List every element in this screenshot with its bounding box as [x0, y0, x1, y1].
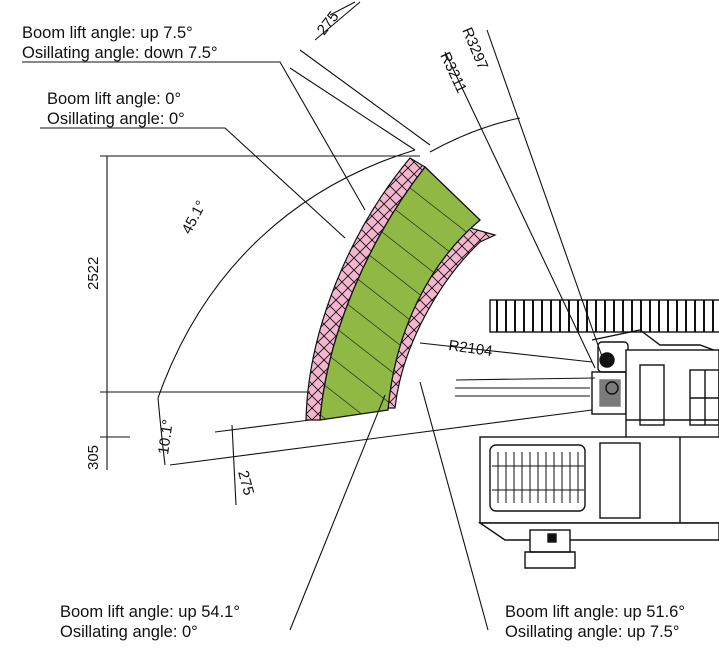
leader-top-a — [22, 61, 366, 211]
dim-275-bottom — [231, 424, 237, 506]
frame-inner-left — [639, 364, 665, 426]
dim-275-top-b — [299, 49, 431, 146]
leader-bottom-right — [419, 381, 489, 631]
dim-label-2522: 2522 — [85, 257, 102, 290]
boom-arm — [591, 329, 719, 353]
dim-label-r3211: R3211 — [436, 50, 470, 96]
swing-arc — [157, 149, 416, 399]
label-top-a-line1: Boom lift angle: up 7.5° — [22, 24, 193, 42]
annotation-labels: Boom lift angle: up 7.5° Osillating angl… — [22, 24, 685, 641]
dim-label-45-1: 45.1° — [179, 198, 211, 237]
label-bottom-right-line2: Osillating angle: up 7.5° — [505, 623, 679, 641]
low-arc — [157, 397, 166, 466]
track-shoes — [496, 300, 714, 332]
dimension-lines — [22, 1, 606, 631]
radial-r3297 — [486, 29, 606, 366]
dim-label-275-bottom: 275 — [234, 469, 257, 498]
leader-top-b — [40, 127, 346, 239]
leader-bottom-left — [289, 394, 386, 631]
dim-275-top-a — [289, 67, 416, 151]
working-range — [305, 157, 497, 421]
upper-frame — [625, 349, 719, 451]
label-bottom-right-line1: Boom lift angle: up 51.6° — [505, 603, 685, 621]
dim-label-r2104: R2104 — [447, 337, 493, 360]
radial-r3211 — [444, 51, 596, 369]
radial-r2104 — [419, 342, 593, 363]
label-top-b-line2: Osillating angle: 0° — [47, 110, 185, 128]
dim-label-305: 305 — [85, 445, 102, 470]
low-ray — [169, 409, 593, 466]
label-top-b-line1: Boom lift angle: 0° — [47, 90, 181, 108]
centerline — [455, 377, 596, 381]
counterweight — [524, 551, 576, 569]
engine-side-panel — [599, 442, 641, 519]
label-bottom-left-line2: Osillating angle: 0° — [60, 623, 198, 641]
dim-label-r3297: R3297 — [458, 25, 491, 72]
dim-label-10-1: 10.1° — [155, 418, 177, 455]
label-top-a-line2: Osillating angle: down 7.5° — [22, 44, 218, 62]
crane-machine — [477, 299, 719, 569]
dim-label-275-top: 275 — [314, 8, 343, 38]
radiator — [489, 444, 586, 512]
pivot-pin — [599, 352, 615, 368]
crawler-track-bottom — [477, 522, 719, 541]
label-bottom-left-line1: Boom lift angle: up 54.1° — [60, 603, 240, 621]
outer-arc — [429, 117, 521, 153]
